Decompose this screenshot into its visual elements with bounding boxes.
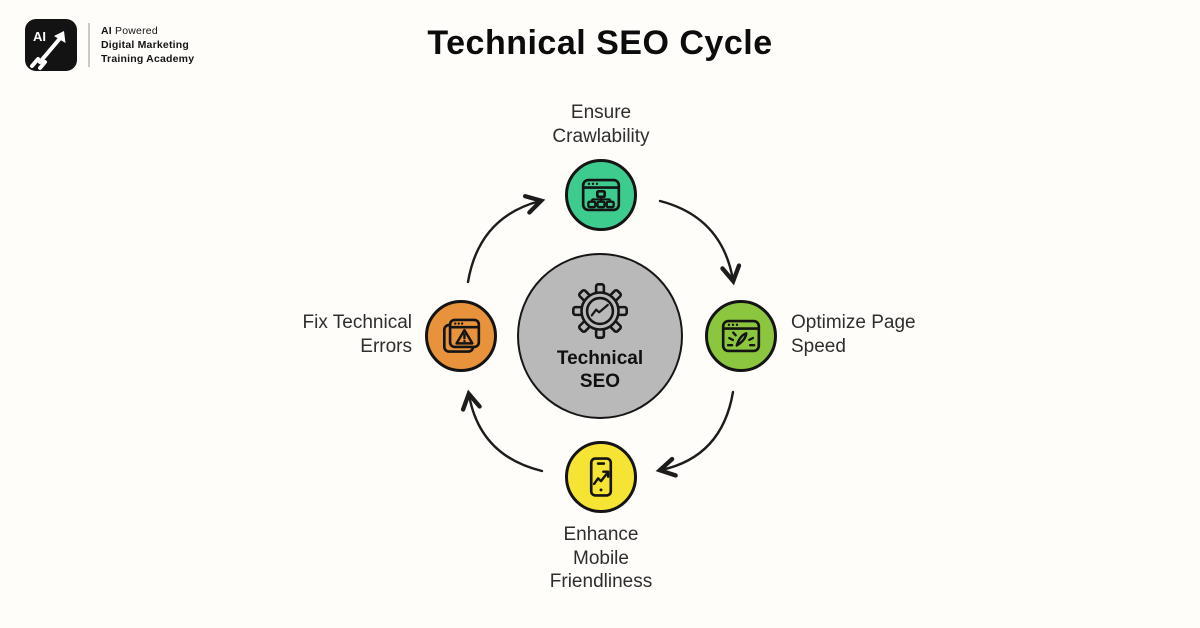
brand-tagline-line1: AI Powered (101, 25, 158, 37)
center-node-technical-seo: Technical SEO (517, 253, 683, 419)
browser-sitemap-icon (581, 178, 621, 212)
label-ensure-crawlability: Ensure Crawlability (552, 102, 650, 147)
label-fix-technical-errors: Fix Technical Errors (302, 312, 412, 357)
arrow-right-to-bottom (655, 390, 735, 478)
brand-tagline-line2: Digital Marketing (101, 39, 189, 51)
mobile-growth-icon (589, 457, 613, 497)
node-fix-technical-errors (425, 300, 497, 372)
label-optimize-page-speed: Optimize Page Speed (791, 312, 916, 357)
node-ensure-crawlability (565, 159, 637, 231)
gear-trendline-icon (572, 282, 628, 339)
arrow-left-to-top (466, 194, 546, 284)
brand-divider (88, 23, 90, 67)
label-enhance-mobile-friendliness: Enhance Mobile Friendliness (549, 524, 653, 592)
brand-logo-icon: AI (25, 19, 77, 71)
stacked-browser-warning-icon (443, 318, 481, 353)
arrow-bottom-to-left (460, 389, 544, 473)
center-node-label: Technical SEO (556, 347, 644, 392)
arrow-top-to-right (658, 199, 742, 286)
node-enhance-mobile-friendliness (565, 441, 637, 513)
brand-tagline: AI Powered Digital Marketing Training Ac… (101, 24, 194, 66)
page-title: Technical SEO Cycle (427, 24, 773, 62)
browser-speedometer-icon (721, 319, 761, 353)
node-optimize-page-speed (705, 300, 777, 372)
brand-logo-block: AI AI Powered Digital Marketing Training… (25, 19, 194, 71)
growth-arrowhead (54, 31, 66, 43)
brand-tagline-line3: Training Academy (101, 53, 195, 65)
brand-logo-ai-text: AI (33, 29, 46, 44)
growth-arrow-icon (30, 34, 64, 70)
